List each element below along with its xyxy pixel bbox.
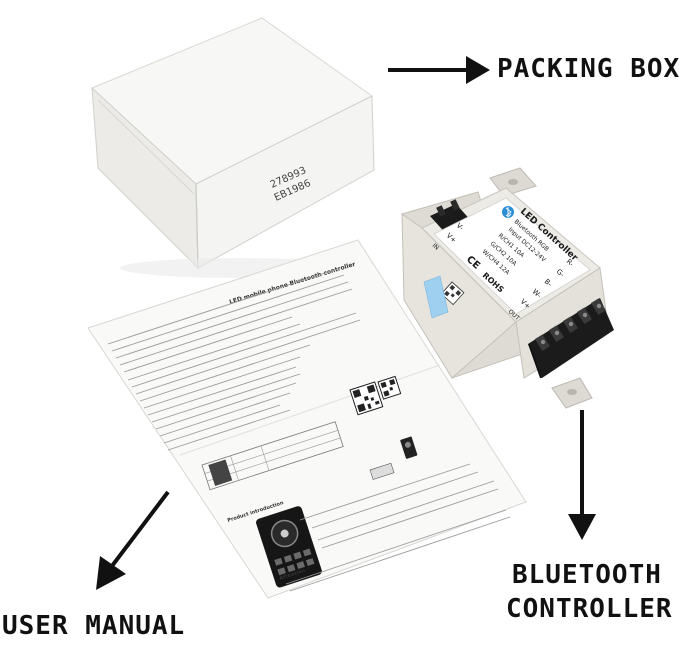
controller-g: G- (555, 268, 567, 280)
arrow-to-user-manual (96, 490, 170, 590)
arrow-to-bluetooth-controller (568, 410, 596, 540)
manual-footer-text (285, 463, 511, 592)
output-terminal-block (528, 298, 614, 378)
bluetooth-controller-label-line-2: CONTROLLER (506, 594, 673, 624)
manual-body-text (107, 267, 361, 451)
controller-r: R- (565, 258, 576, 269)
manual-device-picture (400, 436, 418, 459)
packing-box-label: PACKING BOX (497, 54, 679, 84)
controller-b: B- (543, 278, 554, 289)
user-manual-label: USER MANUAL (2, 611, 186, 641)
bluetooth-logo-icon (502, 206, 514, 219)
controller-side-sticker (423, 275, 449, 319)
packing-box: 278993 EB1986 (91, 17, 375, 278)
manual-device-picture-2 (369, 462, 395, 480)
manual-spec-table (201, 421, 344, 491)
controller-in-label: IN (431, 242, 440, 251)
arrow-to-packing-box (388, 56, 490, 84)
controller-label-qr-code (440, 281, 465, 306)
manual-qr-code (349, 381, 384, 416)
manual-qr-code-2 (377, 375, 402, 400)
bluetooth-controller-label-line-1: BLUETOOTH (512, 560, 662, 590)
user-manual: LED mobile phone Bluetooth controller (87, 239, 527, 599)
manual-phone-app-image (256, 506, 322, 588)
controller-v-minus: V- (455, 222, 466, 233)
